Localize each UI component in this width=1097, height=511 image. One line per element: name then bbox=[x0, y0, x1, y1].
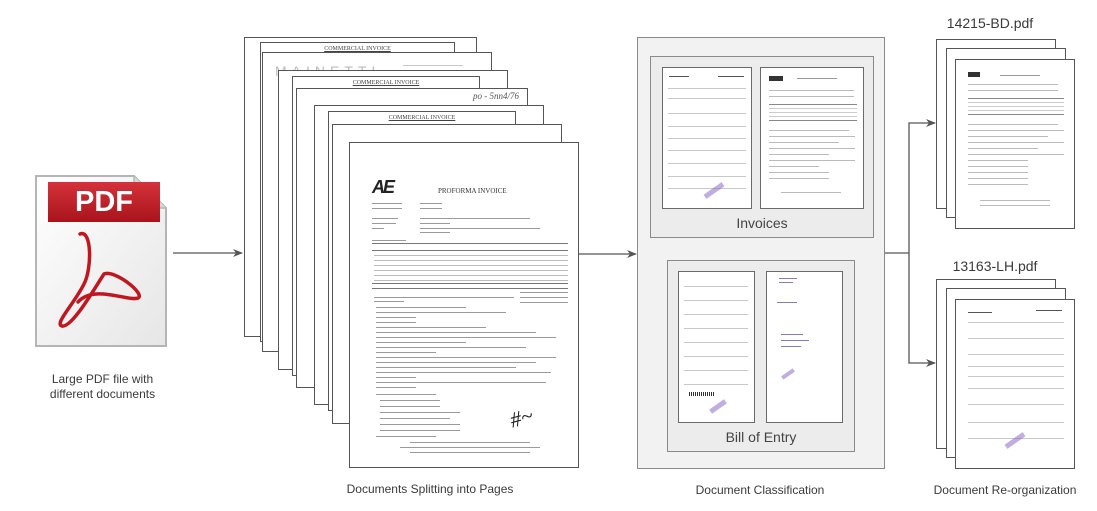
page-header: COMMERCIAL INVOICE bbox=[352, 80, 420, 86]
invoice-thumbnail-2 bbox=[760, 67, 864, 209]
handwritten-note: po - 5nn4/76 bbox=[473, 91, 519, 101]
arrow-to-13163 bbox=[908, 253, 936, 367]
pdf-file-icon: PDF bbox=[34, 174, 168, 348]
pdf-icon-text: PDF bbox=[75, 186, 133, 218]
document-title: PROFORMA INVOICE bbox=[438, 187, 507, 195]
class-label-invoices: Invoices bbox=[736, 215, 788, 231]
front-page-proforma-invoice: AE PROFORMA INVOICE bbox=[349, 142, 579, 468]
barcode bbox=[689, 392, 715, 396]
bill-of-entry-thumbnail-2 bbox=[766, 271, 843, 423]
arrow-to-14215 bbox=[908, 119, 936, 253]
reorganization-stage-label: Document Re-organization bbox=[933, 483, 1077, 497]
bill-of-entry-thumbnail-1 bbox=[678, 271, 755, 423]
invoice-thumbnail-1 bbox=[662, 67, 752, 209]
page-header: COMMERCIAL INVOICE bbox=[324, 46, 391, 52]
class-label-bill-of-entry: Bill of Entry bbox=[725, 429, 797, 445]
output-filename-1: 14215-BD.pdf bbox=[946, 15, 1034, 31]
signature: #~ bbox=[507, 402, 536, 433]
output-filename-2: 13163-LH.pdf bbox=[952, 258, 1038, 274]
page bbox=[955, 59, 1075, 229]
class-group-bill-of-entry: Bill of Entry bbox=[667, 260, 855, 452]
input-label-line1: Large PDF file with bbox=[51, 372, 154, 386]
company-logo: AE bbox=[372, 177, 395, 197]
classification-stage-label: Document Classification bbox=[695, 483, 825, 497]
classification-panel: Invoices Bill of Entry bbox=[637, 37, 885, 469]
page bbox=[955, 299, 1075, 469]
input-label-line2: different documents bbox=[49, 387, 156, 401]
page-header: COMMERCIAL INVOICE bbox=[388, 115, 456, 121]
class-group-invoices: Invoices bbox=[650, 56, 874, 238]
input-stage-label: Large PDF file with different documents bbox=[30, 372, 175, 402]
splitting-stage-label: Documents Splitting into Pages bbox=[346, 482, 514, 496]
